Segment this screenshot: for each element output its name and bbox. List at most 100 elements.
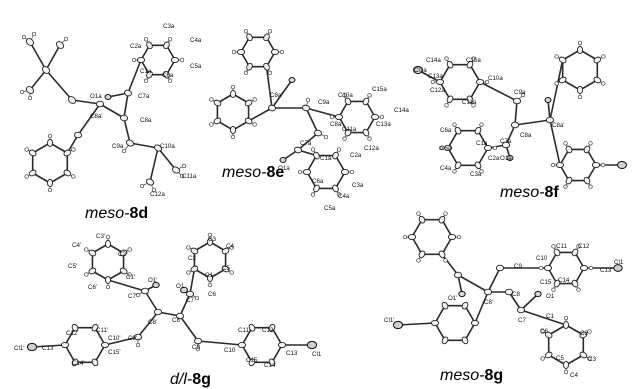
atom-label: C13a <box>428 73 443 80</box>
bond <box>31 344 66 348</box>
carbon-atom <box>229 125 237 135</box>
bond <box>31 172 51 184</box>
bond <box>520 309 567 326</box>
hydrogen-atom <box>127 272 132 277</box>
hydrogen-atom <box>179 173 185 179</box>
hydrogen-atom <box>342 93 347 98</box>
atom-label: C15a <box>372 86 387 93</box>
hydrogen-atom <box>209 122 214 127</box>
hydrogen-atom <box>143 37 149 42</box>
atom-label: C5a <box>324 205 336 212</box>
atom-label: Cl1 <box>614 259 624 266</box>
atom-label: C10a <box>488 75 503 82</box>
hydrogen-atom <box>588 141 593 146</box>
hydrogen-atom <box>551 244 556 249</box>
hydrogen-atom <box>492 145 498 151</box>
hydrogen-atom <box>430 79 436 85</box>
carbon-atom <box>302 168 312 176</box>
atom-label: C8a <box>140 117 152 124</box>
carbon-atom <box>370 113 380 121</box>
carbon-atom <box>136 56 146 64</box>
carbon-atom <box>576 45 584 55</box>
carbon-atom <box>277 341 287 349</box>
bond <box>305 107 319 134</box>
hydrogen-atom <box>444 56 449 61</box>
carbon-atom <box>171 166 181 174</box>
carbon-atom <box>236 48 246 56</box>
carbon-atom <box>28 149 37 157</box>
carbon-atom <box>435 78 445 86</box>
bond <box>520 293 539 311</box>
carbon-atom <box>461 301 469 310</box>
carbon-atom <box>576 85 584 95</box>
carbon-atom <box>175 312 185 320</box>
hydrogen-atom <box>229 270 234 275</box>
carbon-atom <box>221 265 230 273</box>
atom-label: C1a <box>476 140 488 147</box>
hydrogen-atom <box>84 247 89 252</box>
atom-label: C1 <box>205 272 213 279</box>
carbon-atom <box>544 331 553 339</box>
hydrogen-atom <box>71 147 76 152</box>
carbon-atom <box>63 149 72 157</box>
carbon-atom <box>475 78 485 86</box>
atom-label: C15 <box>246 357 258 364</box>
oxygen-atom <box>458 290 466 298</box>
hydrogen-atom <box>24 174 29 179</box>
carbon-atom <box>71 358 79 367</box>
carbon-atom <box>553 248 561 257</box>
bond <box>45 69 73 101</box>
carbon-atom <box>362 97 370 106</box>
chlorine-atom <box>413 66 423 74</box>
carbon-atom <box>501 141 511 149</box>
carbon-atom <box>544 351 553 359</box>
carbon-atom <box>100 341 110 349</box>
atom-label: C7 <box>186 297 194 304</box>
hydrogen-atom <box>209 97 214 102</box>
carbon-atom <box>25 86 35 94</box>
carbon-atom <box>418 250 426 259</box>
atom-label: C2a <box>350 152 362 159</box>
hydrogen-atom <box>31 31 37 37</box>
carbon-atom <box>512 97 522 105</box>
chlorine-atom <box>617 161 627 169</box>
atom-label: C15 <box>540 279 552 286</box>
atom-label: C13a <box>376 121 391 128</box>
atom-label: C3' <box>96 233 105 240</box>
caption-dl-8g: d/l-8g <box>170 371 211 388</box>
bond <box>99 103 125 119</box>
bond <box>297 132 319 151</box>
atom-label: C11a <box>342 126 357 133</box>
hydrogen-atom <box>367 136 372 141</box>
atom-label: C10a <box>160 143 175 150</box>
atom-label: Cl1' <box>14 345 24 352</box>
hydrogen-atom <box>563 184 568 189</box>
atom-label: C9 <box>514 263 522 270</box>
carbon-atom <box>270 48 280 56</box>
carbon-atom <box>438 215 446 224</box>
carbon-atom <box>95 100 105 108</box>
carbon-atom <box>407 233 417 241</box>
atom-label: C1a <box>140 68 152 75</box>
carbon-atom <box>263 33 270 42</box>
carbon-atom <box>446 95 454 104</box>
atom-label: C9' <box>128 335 137 342</box>
bond <box>561 49 581 61</box>
bond <box>547 99 551 121</box>
atom-label: C5a <box>190 63 202 70</box>
carbon-atom <box>313 129 323 137</box>
caption-meso-8g: meso-8g <box>440 367 503 384</box>
atom-label: C2' <box>118 251 127 258</box>
carbon-atom <box>248 323 256 332</box>
atom-label: C10 <box>224 347 236 354</box>
hydrogen-atom <box>267 29 273 34</box>
bond <box>137 311 159 338</box>
bond <box>144 290 159 313</box>
bond <box>439 63 451 83</box>
bond <box>31 142 51 154</box>
carbon-atom <box>454 126 462 135</box>
carbon-atom <box>474 126 482 135</box>
carbon-atom <box>140 287 150 295</box>
atom-label: C3a <box>163 23 175 30</box>
